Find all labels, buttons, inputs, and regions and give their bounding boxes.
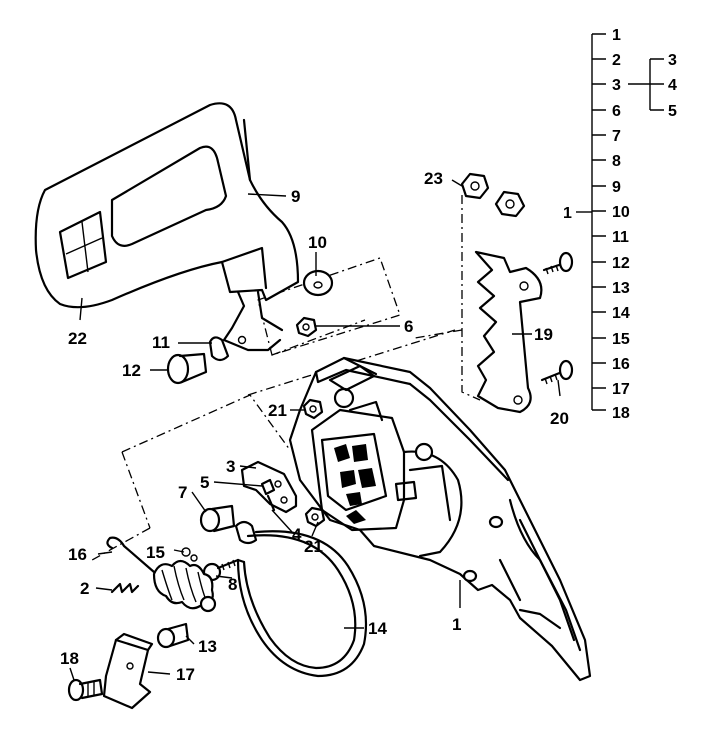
callout-22: 22: [68, 329, 87, 348]
nut-part: [295, 316, 318, 338]
washer-part: [302, 269, 334, 297]
assembly-index-tree: 1 1 2 3 6 7 8 9 10 11 12 13 14 15 16 17 …: [563, 27, 677, 422]
callout-10: 10: [308, 233, 327, 252]
housing-nuts-part: [302, 398, 326, 528]
callout-21-lower: 21: [304, 537, 323, 556]
lever-pin-part: [260, 478, 276, 512]
callout-9: 9: [291, 187, 300, 206]
callout-labels: 9 10 6 11 12 22 23 19 20 21 21 3 5 7 4 1…: [60, 169, 569, 684]
callout-12: 12: [122, 361, 141, 380]
nuts-part: [460, 172, 526, 218]
index-item: 3: [612, 77, 621, 94]
brake-band-part: [236, 530, 368, 678]
callout-6: 6: [404, 317, 413, 336]
callout-8: 8: [228, 575, 237, 594]
leader-lines: [69, 179, 561, 681]
clip-part: [208, 336, 230, 362]
callout-3: 3: [226, 457, 235, 476]
spring-pin-part: [156, 622, 190, 649]
index-item: 9: [612, 179, 621, 196]
callout-1: 1: [452, 615, 461, 634]
callout-21-upper: 21: [268, 401, 287, 420]
spike-bumper-part: [474, 250, 543, 414]
index-item: 14: [612, 305, 630, 322]
small-spring-part: [110, 582, 140, 594]
bracket-part: [102, 632, 154, 710]
callout-20: 20: [550, 409, 569, 428]
index-item: 13: [612, 280, 630, 297]
bushing-part: [199, 504, 236, 533]
index-sub-item: 3: [668, 52, 677, 69]
callout-7: 7: [178, 483, 187, 502]
index-item: 7: [612, 128, 621, 145]
index-item: 8: [612, 153, 621, 170]
index-item: 17: [612, 381, 630, 398]
index-item: 2: [612, 52, 621, 69]
index-assembly-label: 1: [563, 205, 572, 222]
small-clip-part: [181, 547, 198, 562]
callout-23: 23: [424, 169, 443, 188]
callout-15: 15: [146, 543, 165, 562]
callout-17: 17: [176, 665, 195, 684]
pin-part: [166, 352, 208, 385]
index-item: 10: [612, 204, 630, 221]
spring-part: [106, 536, 217, 613]
callout-14: 14: [368, 619, 387, 638]
bracket-screw-part: [67, 678, 104, 702]
index-item: 6: [612, 103, 621, 120]
callout-5: 5: [200, 473, 209, 492]
index-item: 1: [612, 27, 621, 44]
handle-part: [34, 102, 300, 352]
callout-13: 13: [198, 637, 217, 656]
callout-19: 19: [534, 325, 553, 344]
cover-housing-part: [288, 356, 592, 682]
callout-18: 18: [60, 649, 79, 668]
callout-16: 16: [68, 545, 87, 564]
index-sub-item: 5: [668, 103, 677, 120]
index-sub-item: 4: [668, 77, 677, 94]
index-item: 11: [612, 229, 629, 246]
callout-4: 4: [292, 525, 302, 544]
screws-part: [540, 251, 574, 385]
link-part: [234, 520, 258, 545]
index-item: 15: [612, 331, 630, 348]
callout-11: 11: [152, 333, 170, 352]
index-item: 18: [612, 405, 630, 422]
callout-2: 2: [80, 579, 89, 598]
index-item: 12: [612, 255, 630, 272]
index-item: 16: [612, 356, 630, 373]
